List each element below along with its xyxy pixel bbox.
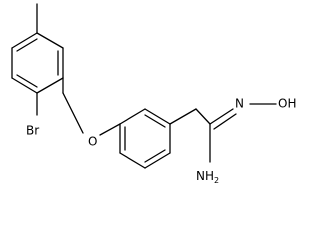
amine-subscript: 2 [214, 176, 219, 185]
right-ring-bond [119, 108, 146, 125]
imine-double-bond [209, 108, 234, 125]
left-benzene-ring [11, 32, 64, 94]
left-ring-double-bond [16, 74, 38, 88]
right-ring-bond [144, 152, 171, 169]
left-ring-double-bond [16, 38, 38, 52]
right-ring-bond [144, 108, 171, 125]
amine-label: NH2 [196, 169, 219, 185]
right-benzene-ring [119, 108, 171, 169]
amine-symbol: NH [196, 169, 214, 183]
chemical-structure-diagram: Br O N OH NH2 [11, 3, 296, 185]
left-ring-bond [36, 77, 64, 94]
ether-oxygen-label: O [88, 135, 97, 149]
ring-to-amidine-bond [169, 108, 197, 125]
imine-double-bond [213, 113, 237, 130]
bromine-label: Br [26, 124, 39, 138]
ether-bond-left [62, 92, 84, 134]
left-ring-bond [11, 32, 38, 49]
imine-nitrogen-label: N [235, 97, 244, 111]
right-ring-double-bond [144, 149, 166, 163]
left-ring-bond [11, 77, 38, 94]
right-ring-double-bond [144, 114, 166, 128]
amidoxime-group [209, 103, 277, 163]
amidine-carbon-bond [195, 108, 211, 125]
hydroxyl-label: OH [278, 97, 296, 111]
left-ring-bond [36, 32, 64, 49]
right-ring-bond [119, 152, 146, 169]
ether-bond-right [99, 123, 121, 136]
